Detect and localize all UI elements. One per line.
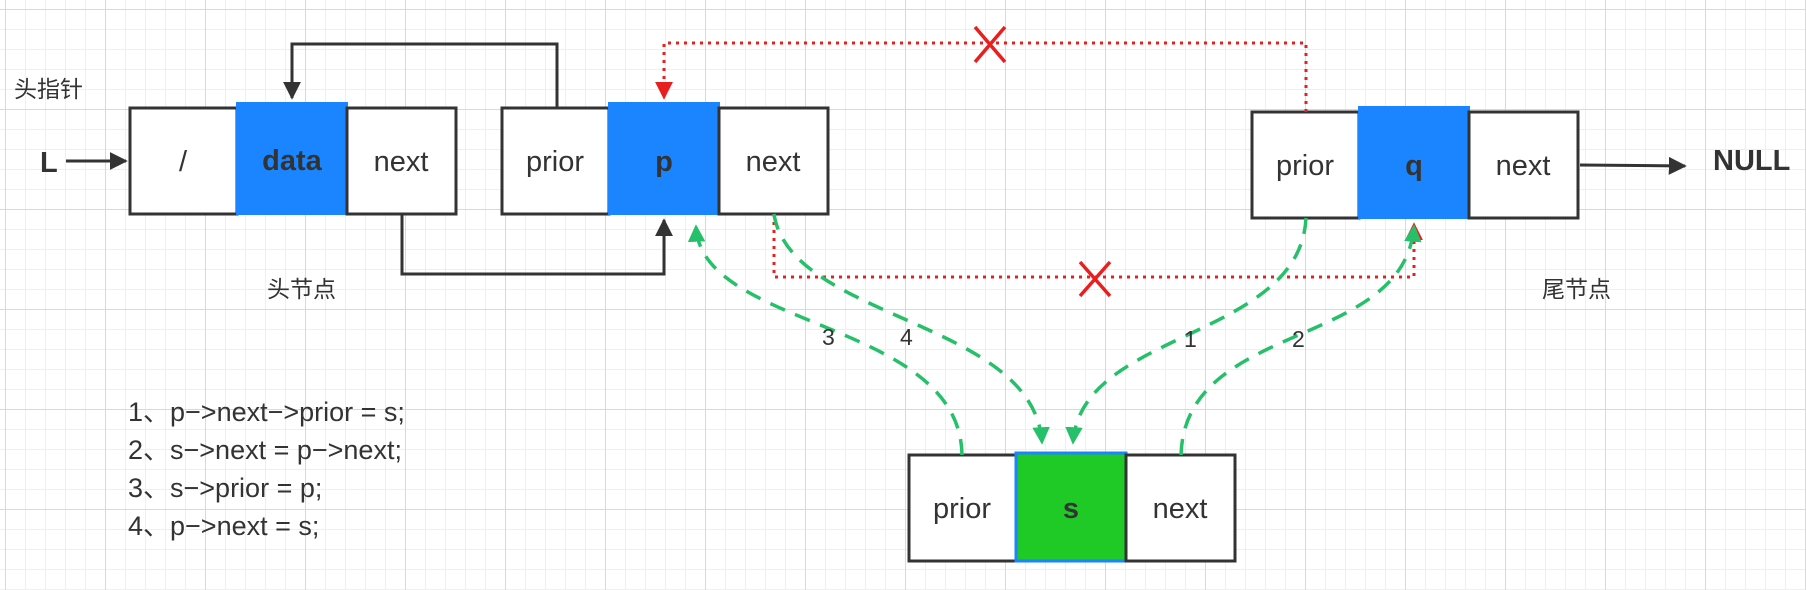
s-next-text: next bbox=[1153, 493, 1208, 525]
code-line-1: 1、p−>next−>prior = s; bbox=[128, 397, 405, 427]
p-data-text: p bbox=[655, 146, 673, 178]
step-1-link bbox=[1065, 217, 1308, 445]
head-node: / data next bbox=[128, 102, 458, 216]
q-prior-to-p-removed-link bbox=[655, 41, 1308, 112]
null-label: NULL bbox=[1713, 145, 1790, 177]
q-prior-text: prior bbox=[1276, 150, 1334, 182]
step-2-number: 2 bbox=[1292, 326, 1305, 352]
head-pointer-label: 头指针 bbox=[14, 77, 83, 103]
step-1-number: 1 bbox=[1184, 326, 1197, 352]
code-line-2: 2、s−>next = p−>next; bbox=[128, 435, 402, 465]
step-3-link bbox=[687, 224, 964, 456]
code-line-3: 3、s−>prior = p; bbox=[128, 473, 322, 503]
s-data-text: s bbox=[1063, 493, 1079, 525]
tail-node-label: 尾节点 bbox=[1542, 277, 1611, 303]
list-pointer-L: L bbox=[40, 147, 58, 179]
head-data-cell bbox=[236, 102, 348, 215]
p-next-cell bbox=[717, 106, 830, 216]
s-data-cell bbox=[1014, 451, 1128, 563]
q-data-text: q bbox=[1405, 150, 1423, 182]
node-q: prior q next bbox=[1250, 106, 1580, 220]
head-node-label: 头节点 bbox=[267, 277, 336, 303]
head-next-text: next bbox=[374, 146, 429, 178]
head-prior-text: / bbox=[179, 146, 188, 178]
head-next-to-p-link bbox=[400, 214, 673, 276]
p-next-to-q-removed-link bbox=[772, 214, 1423, 279]
p-next-text: next bbox=[746, 146, 801, 178]
head-data-text: data bbox=[262, 145, 323, 177]
step-4-link bbox=[772, 213, 1050, 445]
node-s: prior s next bbox=[907, 451, 1237, 563]
p-prior-to-head-link bbox=[283, 42, 559, 108]
s-prior-cell bbox=[907, 453, 1018, 563]
step-4-number: 4 bbox=[900, 324, 913, 350]
code-line-4: 4、p−>next = s; bbox=[128, 511, 319, 541]
p-prior-text: prior bbox=[526, 146, 584, 178]
node-p: prior p next bbox=[500, 102, 830, 216]
code-steps: 1、p−>next−>prior = s; 2、s−>next = p−>nex… bbox=[128, 397, 405, 541]
q-next-to-null-arrow bbox=[1579, 156, 1687, 175]
s-next-cell bbox=[1124, 453, 1237, 563]
q-next-cell bbox=[1467, 110, 1580, 220]
remove-mark-bottom bbox=[1078, 260, 1112, 298]
step-2-link bbox=[1179, 224, 1422, 456]
step-3-number: 3 bbox=[822, 324, 835, 350]
remove-mark-top bbox=[973, 25, 1007, 64]
s-prior-text: prior bbox=[933, 493, 991, 525]
q-next-text: next bbox=[1496, 150, 1551, 182]
